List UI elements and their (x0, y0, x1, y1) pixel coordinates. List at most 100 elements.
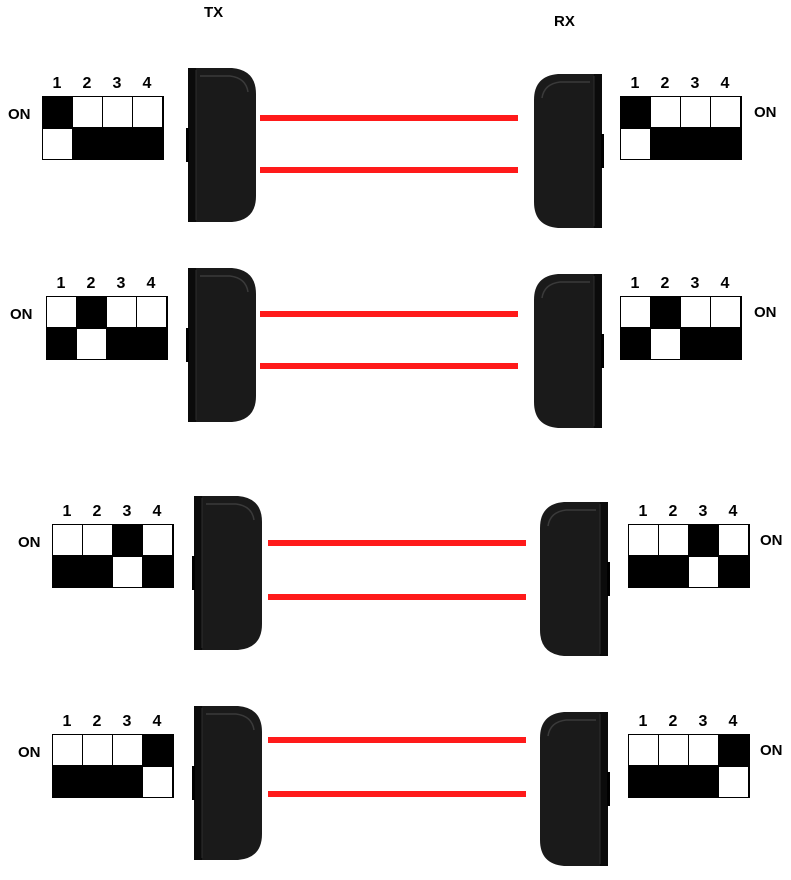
switch-3-upper-cell (113, 735, 143, 766)
switch-1-lower-cell (629, 766, 659, 797)
dip-switch-grid (52, 734, 174, 798)
rx-sensor-icon (540, 502, 610, 656)
dip-switch-grid (628, 734, 750, 798)
switch-number: 4 (720, 275, 730, 292)
switch-number: 4 (720, 75, 730, 92)
switch-number: 3 (112, 75, 122, 92)
on-label: ON (18, 534, 41, 551)
dip-switch-grid (42, 96, 164, 160)
rx-sensor-icon (534, 274, 604, 428)
switch-2-upper-cell (659, 525, 689, 556)
switch-number: 1 (638, 503, 648, 520)
tx-title: TX (204, 4, 224, 21)
switch-4-lower-cell (719, 766, 749, 797)
switch-2-upper-cell (659, 735, 689, 766)
switch-4-upper-cell (137, 297, 167, 328)
rx-dip-switch: 1 2 3 4 (628, 502, 750, 588)
switch-number: 1 (62, 713, 72, 730)
switch-number: 3 (122, 503, 132, 520)
switch-2-lower-cell (659, 766, 689, 797)
switch-1-upper-cell (629, 735, 659, 766)
switch-3-lower-cell (103, 128, 133, 159)
switch-number: 2 (92, 713, 102, 730)
tx-sensor-icon (192, 706, 262, 860)
dip-switch-grid (620, 96, 742, 160)
switch-3-lower-cell (107, 328, 137, 359)
switch-4-lower-cell (711, 128, 741, 159)
switch-1-lower-cell (621, 128, 651, 159)
switch-2-lower-cell (83, 556, 113, 587)
switch-number: 1 (630, 75, 640, 92)
on-label: ON (754, 104, 777, 121)
switch-3-lower-cell (113, 766, 143, 797)
switch-3-upper-cell (681, 97, 711, 128)
infrared-beam-1 (268, 540, 526, 546)
switch-1-lower-cell (629, 556, 659, 587)
switch-3-upper-cell (107, 297, 137, 328)
switch-number: 3 (698, 713, 708, 730)
switch-4-upper-cell (711, 297, 741, 328)
switch-2-upper-cell (83, 735, 113, 766)
on-label: ON (760, 532, 783, 549)
switch-3-upper-cell (113, 525, 143, 556)
switch-2-upper-cell (651, 297, 681, 328)
switch-number: 3 (690, 275, 700, 292)
infrared-beam-2 (260, 167, 518, 173)
switch-number: 2 (660, 75, 670, 92)
switch-number: 2 (668, 503, 678, 520)
switch-number: 2 (86, 275, 96, 292)
switch-3-upper-cell (689, 735, 719, 766)
switch-number: 1 (630, 275, 640, 292)
switch-1-lower-cell (53, 556, 83, 587)
switch-number: 4 (152, 503, 162, 520)
switch-2-upper-cell (651, 97, 681, 128)
switch-2-upper-cell (73, 97, 103, 128)
rx-sensor-icon (540, 712, 610, 866)
switch-number: 2 (92, 503, 102, 520)
switch-4-upper-cell (711, 97, 741, 128)
on-label: ON (8, 106, 31, 123)
on-label: ON (760, 742, 783, 759)
switch-3-lower-cell (681, 128, 711, 159)
switch-4-upper-cell (719, 735, 749, 766)
switch-4-lower-cell (133, 128, 163, 159)
infrared-beam-2 (260, 363, 518, 369)
switch-3-upper-cell (689, 525, 719, 556)
switch-number: 1 (62, 503, 72, 520)
tx-dip-switch: 1 2 3 4 (52, 502, 174, 588)
switch-4-lower-cell (143, 556, 173, 587)
switch-4-upper-cell (133, 97, 163, 128)
tx-sensor-icon (186, 268, 256, 422)
switch-4-upper-cell (143, 525, 173, 556)
infrared-beam-1 (260, 115, 518, 121)
switch-1-upper-cell (629, 525, 659, 556)
switch-3-lower-cell (681, 328, 711, 359)
infrared-beam-1 (268, 737, 526, 743)
switch-number: 3 (698, 503, 708, 520)
switch-1-lower-cell (53, 766, 83, 797)
switch-number: 3 (116, 275, 126, 292)
switch-1-upper-cell (621, 297, 651, 328)
switch-4-lower-cell (719, 556, 749, 587)
switch-number: 4 (728, 713, 738, 730)
switch-3-lower-cell (689, 556, 719, 587)
switch-number: 4 (728, 503, 738, 520)
switch-number: 4 (142, 75, 152, 92)
rx-title: RX (554, 13, 575, 30)
switch-number: 4 (146, 275, 156, 292)
switch-4-upper-cell (719, 525, 749, 556)
switch-1-upper-cell (53, 525, 83, 556)
switch-1-lower-cell (43, 128, 73, 159)
switch-2-lower-cell (651, 328, 681, 359)
dip-switch-grid (628, 524, 750, 588)
dip-switch-grid (52, 524, 174, 588)
switch-2-lower-cell (83, 766, 113, 797)
